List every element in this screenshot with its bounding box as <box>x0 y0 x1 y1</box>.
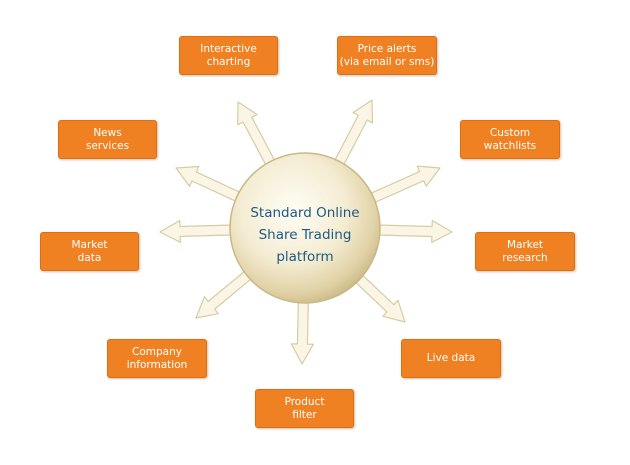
node-label-line: News <box>93 126 122 139</box>
node-news-services[interactable]: News services <box>58 120 157 159</box>
node-price-alerts[interactable]: Price alerts (via email or sms) <box>337 36 437 75</box>
node-label-line: services <box>85 139 130 152</box>
node-label-line: Custom <box>489 126 531 139</box>
node-label-line: Live data <box>426 352 476 364</box>
hub-circle <box>229 152 381 304</box>
node-label-line: Market <box>71 238 108 251</box>
node-custom-watchlists[interactable]: Custom watchlists <box>460 120 560 159</box>
node-label-line: information <box>126 358 188 371</box>
node-label-line: Price alerts <box>357 42 417 55</box>
node-label-line: filter <box>292 408 317 421</box>
node-label-line: (via email or sms) <box>339 55 435 68</box>
node-interactive-charting[interactable]: Interactive charting <box>179 36 278 75</box>
hub-label-line-1: Standard Online <box>250 205 360 221</box>
node-live-data[interactable]: Live data <box>401 339 501 378</box>
node-label-line: Company <box>132 345 182 358</box>
node-label-line: charting <box>206 55 251 68</box>
node-market-research[interactable]: Market research <box>475 232 575 271</box>
node-label-line: Market <box>506 238 544 251</box>
node-label-line: research <box>502 251 548 264</box>
node-market-data[interactable]: Market data <box>40 232 139 271</box>
node-label-line: Interactive <box>200 42 257 55</box>
hub-label: Standard Online Share Trading platform <box>230 190 380 280</box>
hub-label-line-2: Share Trading <box>258 227 352 243</box>
node-label-line: Product <box>284 395 325 408</box>
node-label-line: watchlists <box>483 139 537 152</box>
node-product-filter[interactable]: Product filter <box>255 389 354 428</box>
hub-label-line-3: platform <box>276 249 334 265</box>
node-company-information[interactable]: Company information <box>107 339 207 378</box>
node-label-line: data <box>77 251 102 264</box>
